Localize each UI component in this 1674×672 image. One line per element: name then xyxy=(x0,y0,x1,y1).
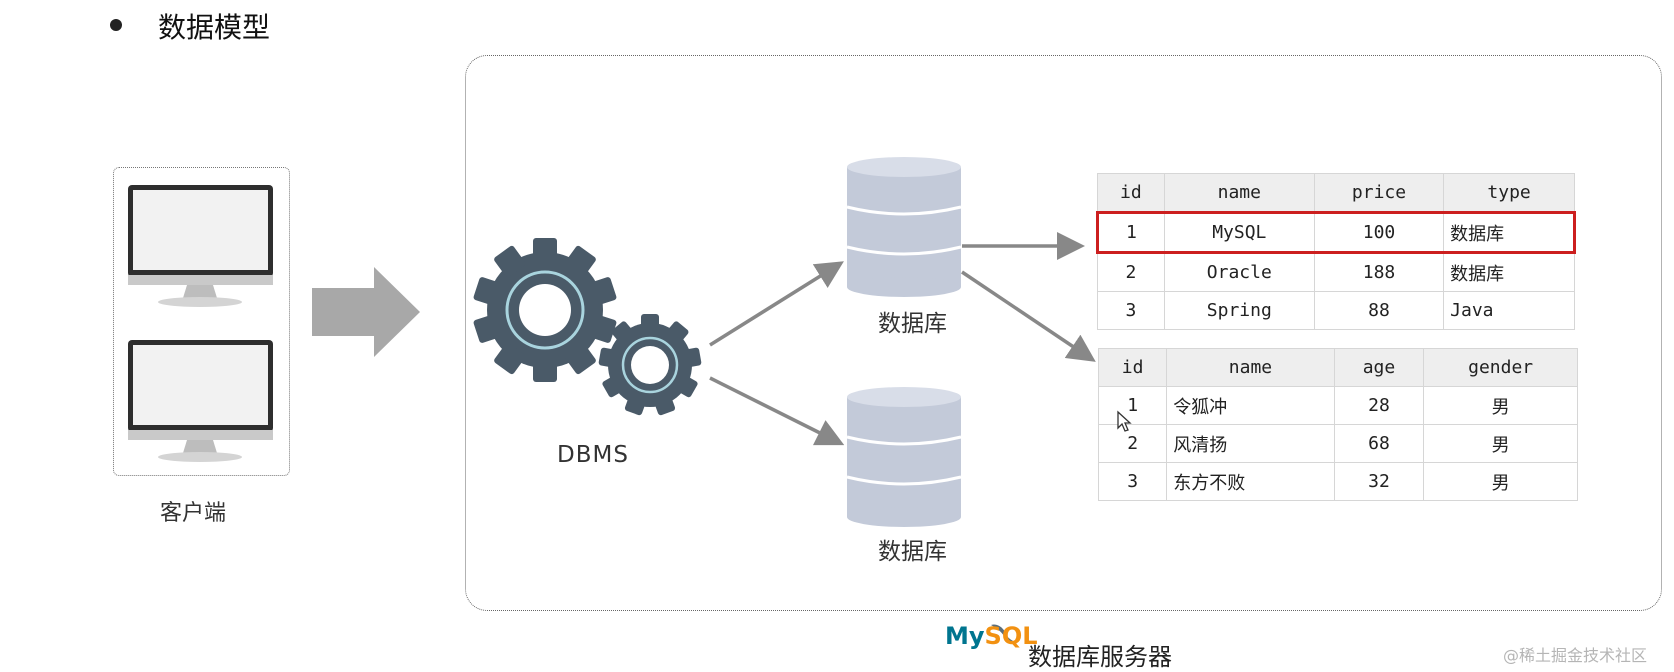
table-cell: 东方不败 xyxy=(1166,462,1335,501)
table-cell: 男 xyxy=(1423,386,1578,425)
table-cell: 男 xyxy=(1423,424,1578,463)
table-cell: Oracle xyxy=(1163,252,1315,292)
column-header: gender xyxy=(1423,348,1578,387)
table-row: 2 Oracle 188 数据库 xyxy=(1097,252,1575,292)
table-cell: 1 xyxy=(1096,211,1165,254)
people-table: id name age gender 1 令狐冲 28 男 2 风清扬 68 男… xyxy=(1097,348,1578,501)
database-icon xyxy=(846,157,962,297)
table-cell: 男 xyxy=(1423,462,1578,501)
mysql-logo: MySQL xyxy=(945,622,1038,650)
table-header-row: id name age gender xyxy=(1097,348,1578,387)
table-row-highlighted: 1 MySQL 100 数据库 xyxy=(1096,211,1576,254)
heading-bullet xyxy=(110,19,122,31)
column-header: id xyxy=(1097,348,1168,387)
database-server-box xyxy=(465,55,1662,611)
table-cell: Java xyxy=(1443,291,1575,330)
arrow-db1-to-table2 xyxy=(961,270,1096,362)
database-label: 数据库 xyxy=(878,311,947,337)
arrow-dbms-to-db2 xyxy=(709,376,845,446)
table-cell: 令狐冲 xyxy=(1166,386,1335,425)
table-cell: 88 xyxy=(1313,291,1445,330)
column-header: name xyxy=(1163,173,1315,213)
database-label: 数据库 xyxy=(878,539,947,565)
server-label: 数据库服务器 xyxy=(1028,643,1172,671)
table-cell: 3 xyxy=(1097,462,1168,501)
column-header: name xyxy=(1166,348,1335,387)
table-row: 3 Spring 88 Java xyxy=(1097,291,1575,330)
table-cell: 风清扬 xyxy=(1166,424,1335,463)
table-cell: 32 xyxy=(1333,462,1425,501)
table-cell: 数据库 xyxy=(1443,211,1576,254)
table-cell: MySQL xyxy=(1163,211,1315,254)
big-arrow-icon xyxy=(312,267,420,357)
table-cell: 188 xyxy=(1313,252,1445,292)
client-box xyxy=(113,167,290,476)
table-cell: 2 xyxy=(1097,424,1168,463)
dbms-label: DBMS xyxy=(557,442,629,468)
column-header: type xyxy=(1443,173,1575,213)
table-cell: 2 xyxy=(1097,252,1165,292)
page-title: 数据模型 xyxy=(158,11,271,44)
column-header: price xyxy=(1313,173,1445,213)
table-row: 2 风清扬 68 男 xyxy=(1097,424,1578,463)
dolphin-icon xyxy=(991,624,1016,643)
arrow-dbms-to-db1 xyxy=(709,261,844,347)
monitor-icon xyxy=(128,185,273,307)
dbms-gears xyxy=(473,238,702,416)
table-row: 3 东方不败 32 男 xyxy=(1097,462,1578,501)
table-cell: 68 xyxy=(1333,424,1425,463)
table-header-row: id name price type xyxy=(1097,173,1575,213)
watermark: @稀土掘金技术社区 xyxy=(1503,646,1648,665)
table-cell: 数据库 xyxy=(1443,252,1575,292)
monitor-icon xyxy=(128,340,273,462)
column-header: age xyxy=(1333,348,1425,387)
mouse-cursor-icon xyxy=(1117,410,1132,432)
table-row: 1 令狐冲 28 男 xyxy=(1097,386,1578,425)
column-header: id xyxy=(1097,173,1165,213)
client-monitors xyxy=(128,185,273,462)
products-table: id name price type 1 MySQL 100 数据库 2 Ora… xyxy=(1096,173,1576,330)
client-label: 客户端 xyxy=(160,501,227,526)
database-icon xyxy=(846,387,962,527)
table-cell: Spring xyxy=(1163,291,1315,330)
table-cell: 100 xyxy=(1313,211,1445,254)
table-cell: 3 xyxy=(1097,291,1165,330)
table-cell: 28 xyxy=(1333,386,1425,425)
